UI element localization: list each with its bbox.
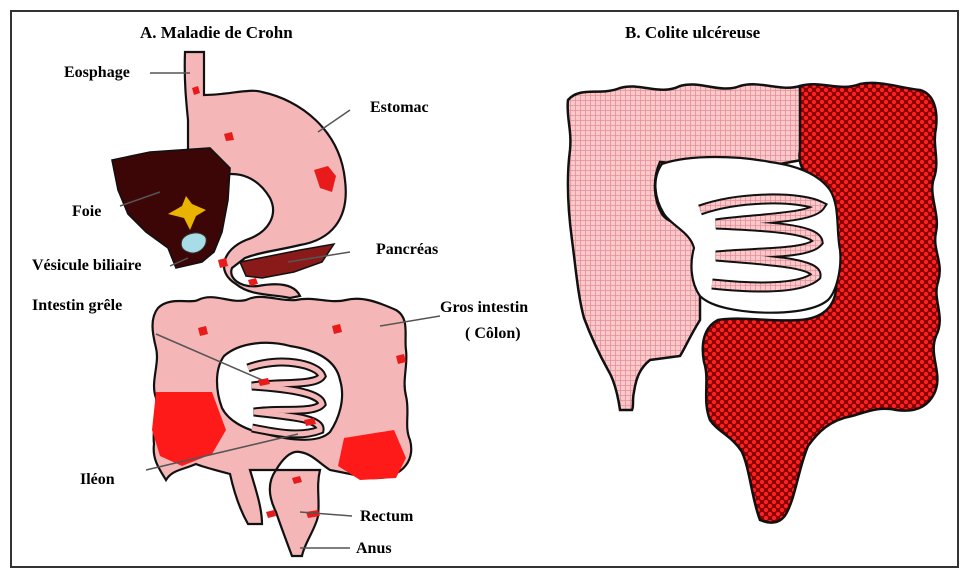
- label-estomac: Estomac: [370, 99, 429, 116]
- label-colon: ( Côlon): [465, 325, 521, 342]
- panel-crohn: [112, 52, 440, 556]
- panel-a-title: A. Maladie de Crohn: [140, 23, 293, 42]
- label-ileon: Iléon: [80, 471, 115, 488]
- label-foie: Foie: [72, 203, 101, 220]
- label-intestin-grele: Intestin grêle: [32, 297, 122, 314]
- label-anus: Anus: [356, 540, 392, 557]
- panel-colite: [568, 83, 940, 523]
- label-vesicule: Vésicule biliaire: [32, 257, 141, 274]
- label-rectum: Rectum: [360, 508, 414, 525]
- panel-b-title: B. Colite ulcéreuse: [625, 23, 761, 42]
- liver-shape: [112, 148, 230, 268]
- label-gros-intestin: Gros intestin: [440, 299, 528, 316]
- label-pancreas: Pancréas: [376, 241, 438, 258]
- label-oesophage: Eosphage: [64, 64, 130, 81]
